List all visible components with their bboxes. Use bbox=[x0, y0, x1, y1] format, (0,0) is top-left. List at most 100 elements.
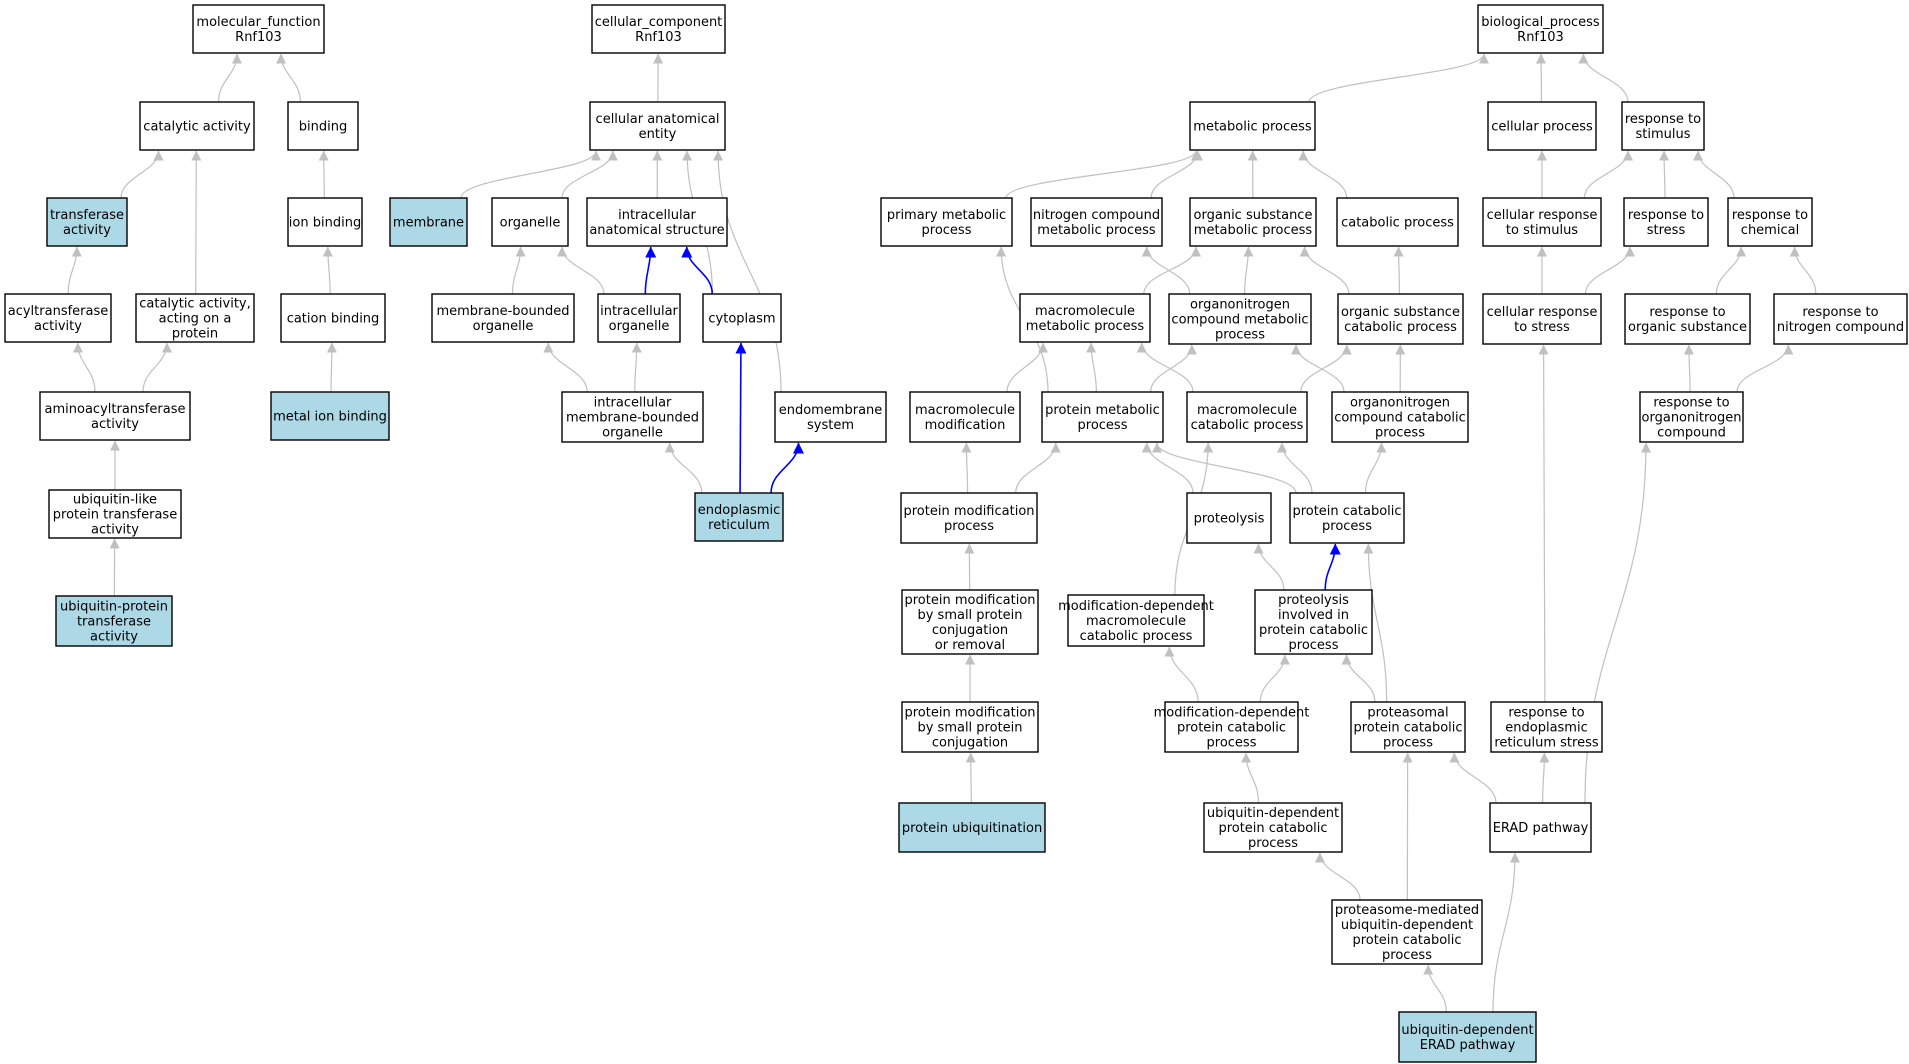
go-term-box bbox=[589, 101, 726, 151]
go-term-label: response to bbox=[1508, 706, 1584, 721]
go-term-label: organelle bbox=[602, 426, 663, 441]
go-term-label: activity bbox=[91, 417, 139, 432]
go-term-label: protein modification bbox=[904, 593, 1035, 608]
edge-organonitmet-to-nitrocomp bbox=[1141, 246, 1191, 295]
go-term-label: organelle bbox=[609, 319, 670, 334]
edge-resporgsub-to-respchem bbox=[1715, 246, 1747, 295]
go-term-label: compound bbox=[1657, 426, 1726, 441]
go-term-label: process bbox=[1248, 836, 1298, 851]
go-term-box bbox=[702, 293, 782, 343]
edge-er-to-endomemb bbox=[770, 442, 804, 494]
edge-cytoplasm-to-intraanat bbox=[681, 246, 714, 295]
go-term-box bbox=[586, 197, 728, 247]
go-term-label: protein metabolic bbox=[1045, 403, 1160, 418]
go-term-label: organelle bbox=[473, 319, 534, 334]
go-term-box bbox=[1623, 197, 1709, 247]
go-term-label: endoplasmic bbox=[1505, 721, 1587, 736]
go-term-label: to stress bbox=[1514, 320, 1570, 335]
go-term-label: metabolic process bbox=[1193, 120, 1312, 135]
edge-protmet-to-organonitmet bbox=[1150, 344, 1197, 393]
edge-moddepprot-to-moddepmacro bbox=[1164, 646, 1199, 703]
go-term-metabolic: metabolic process bbox=[1189, 101, 1316, 151]
go-term-box bbox=[4, 293, 112, 343]
go-term-label: process bbox=[1289, 638, 1339, 653]
edge-respchem-to-respstim bbox=[1693, 150, 1735, 199]
edge-protcat-to-organonitcat bbox=[1364, 442, 1387, 494]
go-term-label: stimulus bbox=[1635, 127, 1690, 142]
go-term-box bbox=[389, 197, 468, 247]
go-term-label: catabolic process bbox=[1191, 418, 1304, 433]
go-term-label: Rnf103 bbox=[635, 30, 682, 45]
go-term-label: response to bbox=[1649, 305, 1725, 320]
go-term-label: membrane-bounded bbox=[436, 304, 569, 319]
go-term-proteolysis: proteolysis bbox=[1186, 492, 1272, 544]
go-term-box bbox=[597, 293, 681, 343]
go-term-box bbox=[1336, 197, 1459, 247]
go-term-label: process bbox=[1322, 519, 1372, 534]
go-term-box bbox=[46, 197, 128, 247]
go-term-box bbox=[1621, 101, 1705, 151]
go-term-box bbox=[1203, 802, 1343, 853]
edge-organonitmet-to-orgsubmet bbox=[1243, 246, 1254, 295]
go-term-membrane: membrane bbox=[389, 197, 468, 247]
edge-catalytic-to-mf bbox=[217, 53, 242, 103]
go-term-label: ubiquitin-like bbox=[73, 493, 157, 508]
go-term-label: conjugation bbox=[932, 623, 1008, 638]
edge-catprot-to-catalytic bbox=[191, 150, 202, 295]
go-term-label: membrane-bounded bbox=[566, 411, 699, 426]
go-term-label: activity bbox=[63, 223, 111, 238]
go-term-catabolic: catabolic process bbox=[1336, 197, 1459, 247]
go-term-label: modification-dependent bbox=[1058, 599, 1214, 614]
go-term-box bbox=[1482, 293, 1602, 345]
edge-catabolic-to-metabolic bbox=[1298, 150, 1348, 199]
go-term-label: protein catabolic bbox=[1218, 821, 1327, 836]
edge-endomemb-to-cellanat bbox=[713, 150, 782, 393]
go-term-box bbox=[270, 391, 390, 441]
go-term-label: protein transferase bbox=[53, 508, 177, 523]
go-term-box bbox=[39, 391, 191, 441]
go-term-box bbox=[1030, 197, 1163, 247]
go-term-label: chemical bbox=[1741, 223, 1799, 238]
edge-proteasomal-to-protcat bbox=[1363, 543, 1388, 703]
go-term-label: macromolecule bbox=[1035, 304, 1135, 319]
go-term-label: ERAD pathway bbox=[1493, 821, 1589, 836]
go-term-metalion: metal ion binding bbox=[270, 391, 390, 441]
edge-macromod-to-macromet bbox=[1006, 342, 1048, 393]
edge-respstress-to-respstim bbox=[1659, 150, 1670, 199]
edge-moddepprot-to-proteolysiscat bbox=[1259, 654, 1290, 703]
edge-er-to-intramemb bbox=[664, 442, 703, 494]
go-term-label: response to bbox=[1653, 396, 1729, 411]
go-term-label: protein bbox=[172, 327, 218, 342]
go-term-binding: binding bbox=[287, 101, 359, 151]
go-term-label: process bbox=[1375, 426, 1425, 441]
go-term-label: response to bbox=[1802, 305, 1878, 320]
go-term-label: anatomical structure bbox=[589, 223, 724, 238]
go-term-box bbox=[1254, 589, 1373, 655]
go-term-box bbox=[55, 595, 173, 647]
go-term-label: by small protein bbox=[917, 608, 1022, 623]
edge-protmod-to-macromod bbox=[961, 442, 972, 494]
go-term-box bbox=[774, 391, 887, 443]
edge-orgsubcat-to-orgsubmet bbox=[1299, 246, 1350, 295]
go-term-ionbinding: ion binding bbox=[287, 197, 363, 247]
go-term-label: modification bbox=[925, 418, 1006, 433]
edge-ubiqerad-to-proteasomemed bbox=[1423, 964, 1447, 1013]
go-term-cytoplasm: cytoplasm bbox=[702, 293, 782, 343]
go-term-label: organic substance bbox=[1341, 305, 1460, 320]
go-term-label: protein catabolic bbox=[1353, 721, 1462, 736]
go-term-box bbox=[1289, 492, 1405, 544]
go-term-label: entity bbox=[639, 127, 677, 142]
edge-transferase-to-catalytic bbox=[120, 150, 164, 199]
